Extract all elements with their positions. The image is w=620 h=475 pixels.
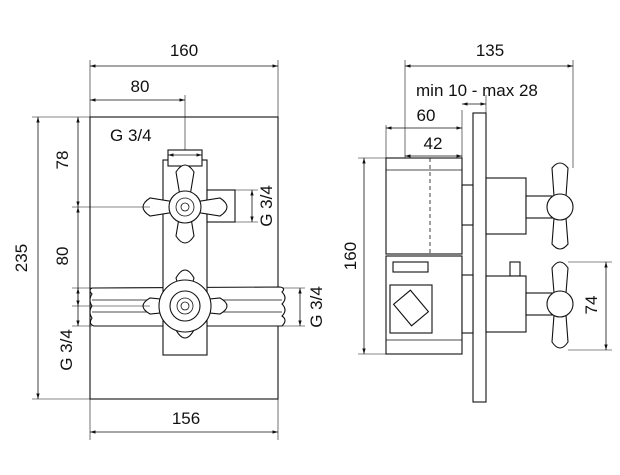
dim-width-bottom: 156 [172,409,200,428]
dim-depth-overall: 135 [476,41,504,60]
dim-depth-60: 60 [417,106,436,125]
side-view: 135 min 10 - max 28 60 42 160 74 [341,41,612,403]
side-lower-handle [485,261,574,349]
side-upper-handle [485,162,574,250]
dim-upper-spacing: 78 [53,151,72,170]
dim-valve-spacing: 80 [53,247,72,266]
upper-cross-handle [142,164,228,244]
dim-depth-42: 42 [424,134,443,153]
front-view: 160 80 156 G 3/4 235 78 80 G 3/4 G 3/4 G… [12,41,326,440]
label-conn-upper-right: G 3/4 [257,185,276,227]
dim-offset-center: 80 [131,77,150,96]
dim-height-overall: 235 [12,244,31,272]
lower-cross-handle [142,269,228,339]
side-wall-plate [472,112,487,403]
label-conn-lower-right: G 3/4 [307,286,326,328]
dim-width-overall: 160 [170,41,198,60]
dim-handle-spacing: 74 [582,296,601,315]
dim-wall-range: min 10 - max 28 [416,81,538,100]
label-conn-lower-left: G 3/4 [57,329,76,371]
side-upper-body [385,157,463,255]
dim-body-height: 160 [341,242,360,270]
label-conn-top: G 3/4 [110,126,152,145]
